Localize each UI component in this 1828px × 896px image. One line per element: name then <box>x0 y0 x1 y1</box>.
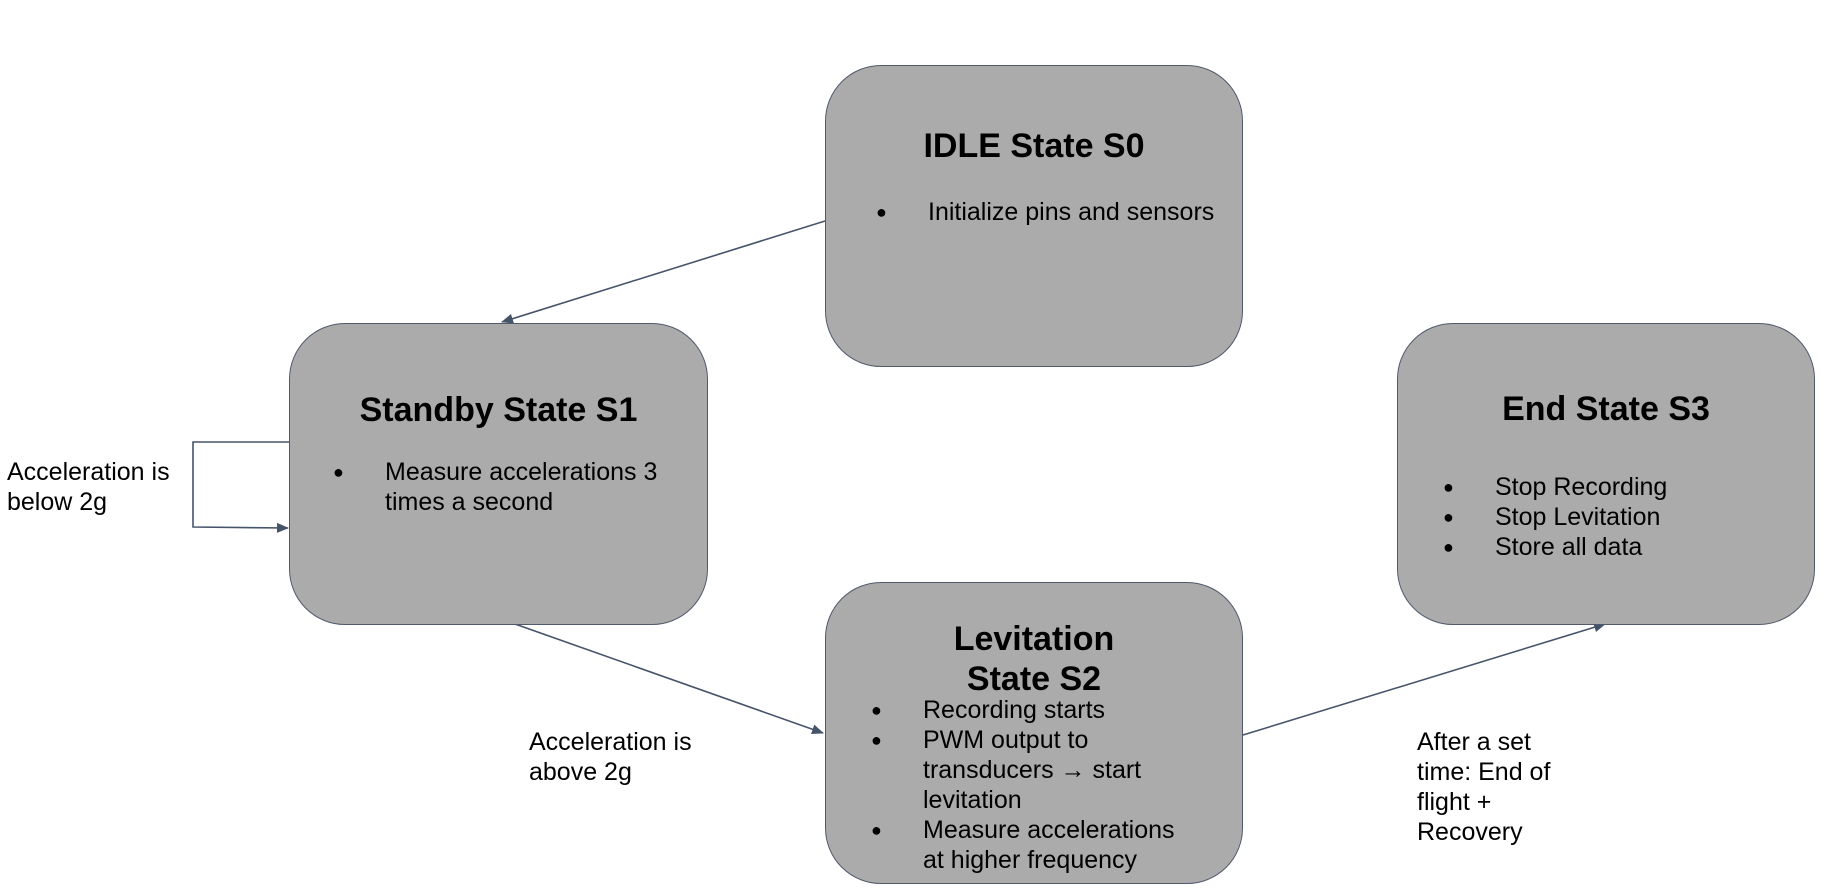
state-list-s2: Recording starts PWM output to transduce… <box>871 695 1201 875</box>
arrow-s0-to-s1 <box>501 220 826 324</box>
list-item: Measure accelerations 3 times a second <box>333 457 683 517</box>
list-item: Recording starts <box>871 695 1201 725</box>
arrow-s1-self-loop <box>192 441 289 533</box>
state-title-s1: Standby State S1 <box>359 391 638 429</box>
state-title-s2: Levitation State S2 <box>953 620 1115 698</box>
state-box-s2: Levitation State S2 Recording starts PWM… <box>825 582 1243 884</box>
self-loop-label: Acceleration is below 2g <box>7 458 170 516</box>
state-title-s0: IDLE State S0 <box>923 127 1145 165</box>
state-title-s3: End State S3 <box>1502 390 1710 428</box>
state-box-s3: End State S3 Stop Recording Stop Levitat… <box>1397 323 1815 625</box>
arrow-s1-to-s2 <box>514 623 824 735</box>
state-list-s3: Stop Recording Stop Levitation Store all… <box>1443 472 1783 562</box>
list-item: Store all data <box>1443 532 1783 562</box>
list-item: Stop Recording <box>1443 472 1783 502</box>
s2-to-s3-label: After a set time: End of flight + Recove… <box>1417 728 1551 846</box>
state-list-s1: Measure accelerations 3 times a second <box>333 457 683 517</box>
list-item: Measure accelerations at higher frequenc… <box>871 815 1201 875</box>
s1-to-s2-label: Acceleration is above 2g <box>529 728 692 786</box>
arrow-s2-to-s3 <box>1242 622 1606 736</box>
state-list-s0: Initialize pins and sensors <box>876 197 1226 227</box>
list-item: Initialize pins and sensors <box>876 197 1226 227</box>
list-item: Stop Levitation <box>1443 502 1783 532</box>
state-box-s1: Standby State S1 Measure accelerations 3… <box>289 323 708 625</box>
state-box-s0: IDLE State S0 Initialize pins and sensor… <box>825 65 1243 367</box>
list-item: PWM output to transducers → start levita… <box>871 725 1201 815</box>
